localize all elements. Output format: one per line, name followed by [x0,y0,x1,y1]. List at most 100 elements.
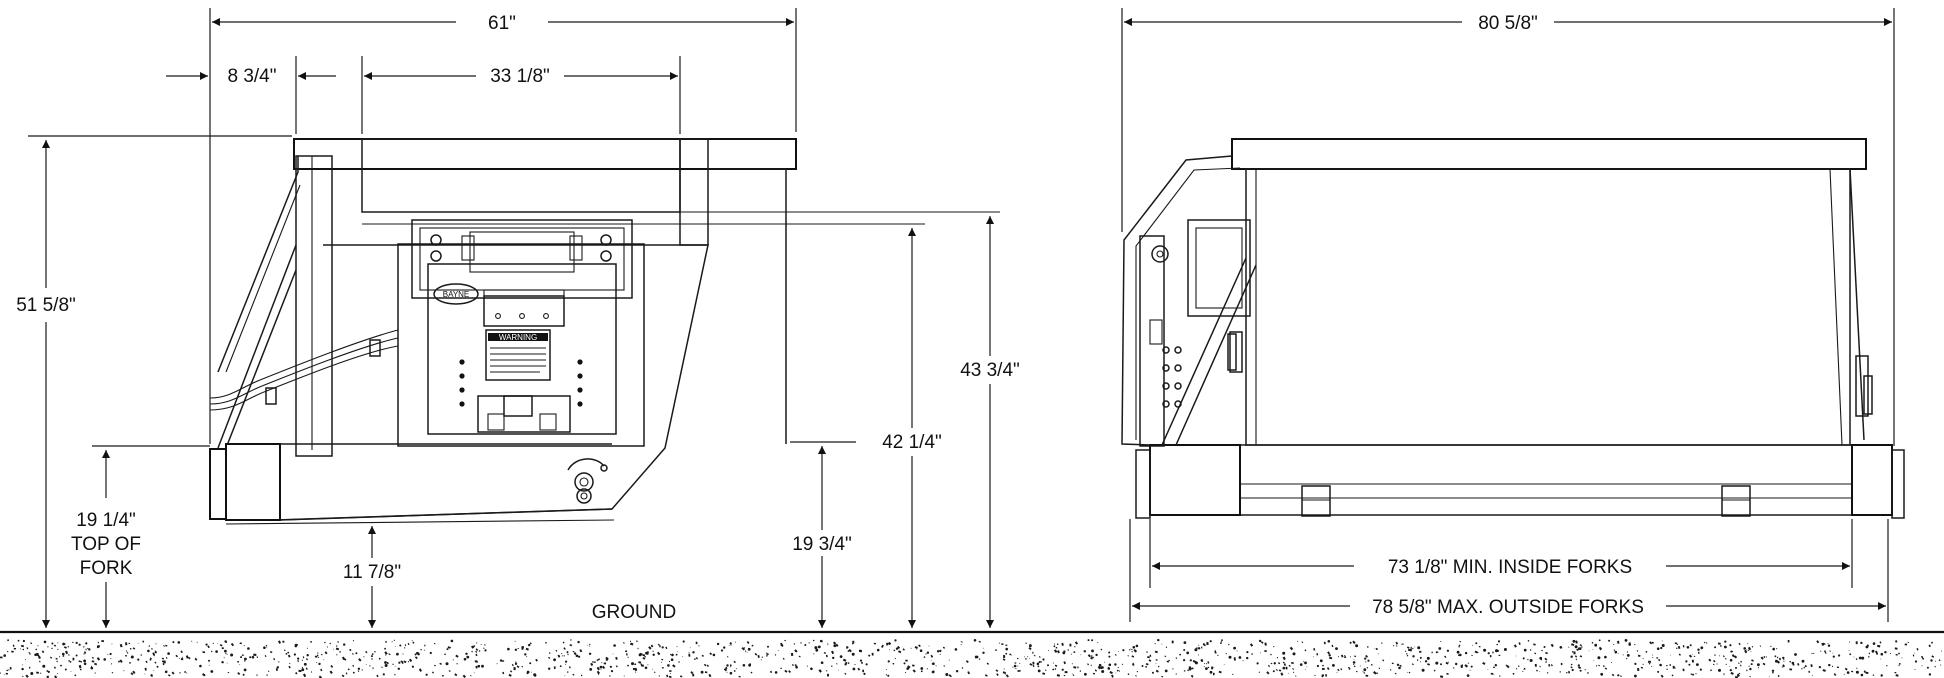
gravel-speck [1258,671,1260,673]
gravel-speck [1417,646,1421,650]
gravel-speck [1258,639,1262,643]
gravel-speck [3,674,5,676]
gravel-speck [414,656,418,660]
gravel-speck [688,652,690,654]
gravel-speck [1529,659,1533,662]
gravel-speck [574,652,577,655]
gravel-speck [1544,657,1548,661]
gravel-speck [1885,664,1888,667]
gravel-speck [110,658,112,660]
gravel-speck [895,647,899,650]
gravel-speck [728,644,730,646]
gravel-speck [1765,656,1767,658]
gravel-speck [942,646,946,649]
gravel-speck [1578,664,1580,666]
gravel-speck [1355,670,1358,673]
gravel-speck [1055,646,1058,649]
gravel-speck [343,643,346,646]
gravel-speck [1685,660,1688,663]
gravel-speck [1264,642,1267,646]
gravel-speck [1772,647,1775,651]
gravel-speck [456,663,459,665]
gravel-speck [652,668,654,670]
dim-43-3-4: 43 3/4" [960,360,1020,381]
gravel-speck [1183,659,1186,662]
gravel-speck [1444,655,1447,659]
gravel-speck [886,642,889,646]
gravel-speck [1922,657,1924,660]
gravel-speck [726,671,728,673]
gravel-speck [1568,646,1570,648]
gravel-speck [445,662,449,666]
gravel-speck [1447,650,1449,652]
gravel-speck [1251,653,1253,655]
gravel-speck [205,643,208,646]
gravel-speck [51,642,54,645]
gravel-speck [225,652,227,655]
gravel-speck [270,651,273,653]
gravel-speck [1912,654,1915,657]
gravel-speck [385,654,387,656]
gravel-speck [1166,660,1170,663]
gravel-speck [1087,654,1091,658]
gravel-speck [96,645,100,649]
gravel-speck [425,673,428,676]
gravel-speck [1712,659,1716,663]
gravel-speck [1673,667,1676,669]
gravel-speck [1598,646,1603,651]
gravel-speck [1492,666,1495,669]
gravel-speck [999,642,1001,644]
gravel-speck [1019,670,1021,672]
gravel-speck [1656,657,1659,659]
gravel-speck [766,653,769,656]
gravel-speck [83,651,87,654]
gravel-speck [1848,649,1850,651]
gravel-speck [1914,660,1918,663]
gravel-speck [1920,655,1924,659]
gravel-speck [59,656,61,658]
gravel-speck [795,665,798,669]
gravel-speck [140,654,143,656]
gravel-speck [1323,641,1326,645]
gravel-speck [1738,672,1741,675]
gravel-speck [1855,670,1859,674]
gravel-speck [794,664,797,667]
side-carriage [1187,219,1251,317]
gravel-speck [1172,668,1174,670]
gravel-speck [1498,675,1501,677]
gravel-speck [1165,646,1168,649]
gravel-speck [1642,663,1644,665]
gravel-speck [22,648,25,651]
gravel-speck [1372,671,1377,675]
gravel-speck [1301,641,1304,644]
gravel-speck [1783,665,1785,667]
gravel-speck [1459,640,1462,643]
gravel-speck [723,668,728,672]
dumper-unit [427,263,617,435]
gravel-speck [1740,664,1742,667]
gravel-speck [1154,650,1158,654]
side-right-fork [1851,444,1893,516]
gravel-speck [1757,663,1760,667]
dim-lower-edge: 19 3/4" [790,441,856,628]
gravel-speck [690,671,694,675]
gravel-speck [761,656,763,658]
gravel-speck [578,655,581,658]
gravel-speck [569,644,573,647]
gravel-speck [101,640,104,643]
gravel-speck [1276,657,1278,659]
gravel-speck [473,672,475,674]
gravel-speck [1004,673,1007,675]
gravel-speck [1256,662,1259,665]
bayne-logo: BAYNE [433,283,479,305]
gravel-speck [1505,664,1508,666]
gravel-speck [907,665,911,669]
gravel-speck [1304,662,1306,664]
gravel-speck [695,641,698,645]
gravel-speck [1108,651,1111,654]
gravel-speck [384,651,388,655]
gravel-speck [961,667,964,669]
gravel-speck [1738,642,1741,646]
gravel-speck [1032,651,1034,654]
gravel-speck [729,671,733,675]
